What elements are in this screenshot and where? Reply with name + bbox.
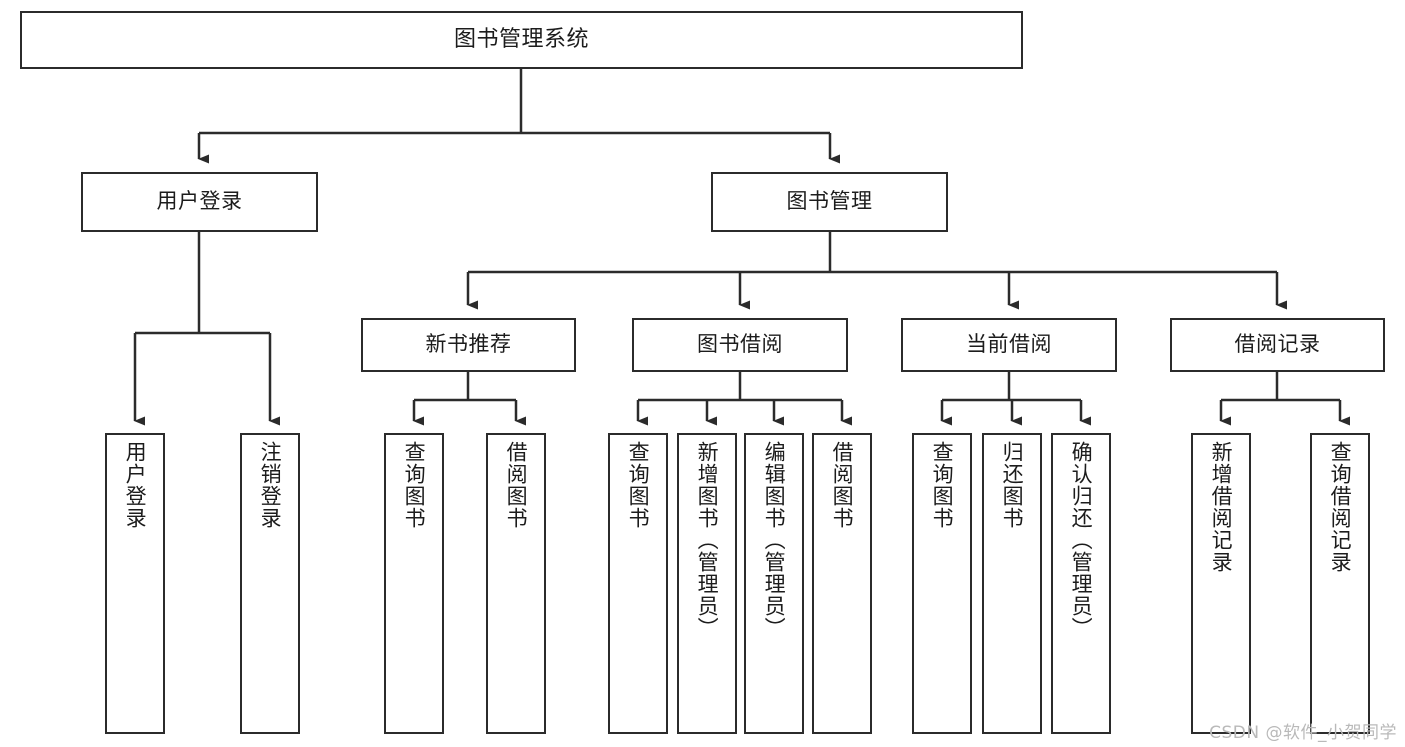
node-borrow-record[interactable]: 借阅记录	[1170, 318, 1385, 372]
leaf-borrow-borrow-book-label: 借阅图书	[830, 441, 855, 529]
csdn-watermark: CSDN @软件_小贺同学	[1209, 723, 1397, 743]
leaf-borrow-query[interactable]: 查询图书	[608, 433, 668, 734]
leaf-borrow-borrow-book[interactable]: 借阅图书	[812, 433, 872, 734]
node-root-system-label: 图书管理系统	[453, 26, 589, 52]
leaf-borrow-add-book-admin-label: 新增图书（管理员）	[695, 441, 720, 639]
node-borrow-record-label: 借阅记录	[1234, 332, 1321, 357]
node-new-book-recommend-label: 新书推荐	[425, 332, 512, 357]
leaf-user-login-logout-label: 注销登录	[258, 441, 283, 529]
node-user-login[interactable]: 用户登录	[81, 172, 318, 232]
leaf-record-add[interactable]: 新增借阅记录	[1191, 433, 1251, 734]
leaf-new-book-query[interactable]: 查询图书	[384, 433, 444, 734]
leaf-borrow-edit-book-admin[interactable]: 编辑图书（管理员）	[744, 433, 804, 734]
leaf-current-return[interactable]: 归还图书	[982, 433, 1042, 734]
node-new-book-recommend[interactable]: 新书推荐	[361, 318, 576, 372]
leaf-current-query[interactable]: 查询图书	[912, 433, 972, 734]
leaf-current-query-label: 查询图书	[930, 441, 955, 529]
node-book-management[interactable]: 图书管理	[711, 172, 948, 232]
leaf-borrow-edit-book-admin-label: 编辑图书（管理员）	[762, 441, 787, 639]
leaf-user-login-login-label: 用户登录	[123, 441, 148, 529]
node-current-borrow[interactable]: 当前借阅	[901, 318, 1117, 372]
leaf-record-add-label: 新增借阅记录	[1209, 441, 1234, 573]
leaf-new-book-query-label: 查询图书	[402, 441, 427, 529]
leaf-current-confirm-return-admin[interactable]: 确认归还（管理员）	[1051, 433, 1111, 734]
leaf-record-query-label: 查询借阅记录	[1328, 441, 1353, 573]
node-book-management-label: 图书管理	[786, 189, 873, 214]
leaf-current-confirm-return-admin-label: 确认归还（管理员）	[1069, 441, 1094, 639]
leaf-new-book-borrow-label: 借阅图书	[504, 441, 529, 529]
leaf-record-query[interactable]: 查询借阅记录	[1310, 433, 1370, 734]
node-book-borrow[interactable]: 图书借阅	[632, 318, 848, 372]
leaf-new-book-borrow[interactable]: 借阅图书	[486, 433, 546, 734]
leaf-user-login-login[interactable]: 用户登录	[105, 433, 165, 734]
node-current-borrow-label: 当前借阅	[966, 332, 1052, 357]
node-user-login-label: 用户登录	[156, 189, 243, 214]
node-root-system[interactable]: 图书管理系统	[20, 11, 1023, 69]
leaf-user-login-logout[interactable]: 注销登录	[240, 433, 300, 734]
leaf-borrow-add-book-admin[interactable]: 新增图书（管理员）	[677, 433, 737, 734]
leaf-borrow-query-label: 查询图书	[626, 441, 651, 529]
leaf-current-return-label: 归还图书	[1000, 441, 1025, 529]
node-book-borrow-label: 图书借阅	[697, 332, 783, 357]
